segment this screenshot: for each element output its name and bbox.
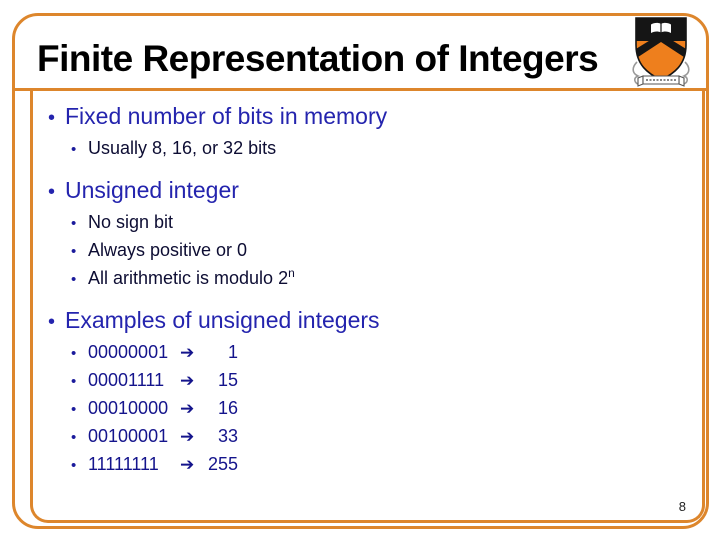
sub-bullet-item: • No sign bit	[69, 209, 702, 237]
decimal-value: 15	[217, 370, 238, 390]
bullet-group-examples: • Examples of unsigned integers • 000000…	[45, 307, 702, 479]
binary-value: 00000001	[88, 342, 169, 362]
bullet-dot-icon: •	[71, 215, 77, 232]
bullet-dot-icon: •	[71, 141, 77, 158]
title-bar: Finite Representation of Integers	[15, 16, 706, 91]
example-row: • 00100001 ➔ 33	[69, 423, 702, 451]
bullet-dot-icon: •	[71, 243, 77, 260]
slide-body: • Fixed number of bits in memory • Usual…	[15, 91, 706, 526]
decimal-value: 1	[227, 342, 238, 362]
slide-title: Finite Representation of Integers	[37, 38, 599, 79]
sub-bullet-text: Always positive or 0	[88, 240, 248, 260]
decimal-value: 255	[207, 454, 238, 474]
motto-ribbon	[637, 75, 685, 87]
decimal-value: 33	[217, 426, 238, 446]
shield-flourish-left	[632, 61, 641, 86]
binary-value: 00001111	[88, 370, 165, 390]
princeton-shield-logo	[632, 17, 690, 87]
sub-bullet-item: • Always positive or 0	[69, 237, 702, 265]
open-book-icon	[651, 22, 671, 33]
page-number: 8	[678, 499, 686, 514]
bullet-item: • Fixed number of bits in memory	[45, 103, 702, 131]
bullet-dot-icon: •	[71, 345, 77, 362]
arrow-right-icon: ➔	[180, 399, 195, 418]
sub-bullet-text: No sign bit	[88, 212, 174, 232]
bullet-item: • Unsigned integer	[45, 177, 702, 205]
example-row: • 11111111 ➔ 255	[69, 451, 702, 479]
bullet-dot-icon: •	[48, 107, 56, 129]
bullet-dot-icon: •	[71, 373, 77, 390]
bullet-label: Unsigned integer	[65, 177, 239, 203]
sub-bullet-text: All arithmetic is modulo 2n	[88, 266, 295, 288]
arrow-right-icon: ➔	[180, 455, 195, 474]
example-row: • 00000001 ➔ 1	[69, 339, 702, 367]
bullet-dot-icon: •	[71, 401, 77, 418]
bullet-item: • Examples of unsigned integers	[45, 307, 702, 335]
bullet-dot-icon: •	[48, 311, 56, 333]
shield-chevron	[636, 33, 686, 59]
bullet-dot-icon: •	[71, 429, 77, 446]
shield-flourish-right	[681, 61, 690, 86]
bullet-dot-icon: •	[71, 457, 77, 474]
arrow-right-icon: ➔	[180, 427, 195, 446]
sub-bullet-text: Usually 8, 16, or 32 bits	[88, 138, 277, 158]
arrow-right-icon: ➔	[180, 343, 195, 362]
example-row: • 00001111 ➔ 15	[69, 367, 702, 395]
arrow-right-icon: ➔	[180, 371, 195, 390]
decimal-value: 16	[217, 398, 238, 418]
shield-chief	[636, 18, 686, 41]
bullet-dot-icon: •	[48, 181, 56, 203]
bullet-dot-icon: •	[71, 271, 77, 288]
content-panel: • Fixed number of bits in memory • Usual…	[30, 91, 705, 523]
bullet-group-unsigned-integer: • Unsigned integer • No sign bit • Alway…	[45, 177, 702, 293]
sub-bullet-item: • All arithmetic is modulo 2n	[69, 265, 702, 293]
sub-bullet-item: • Usually 8, 16, or 32 bits	[69, 135, 702, 163]
slide-frame: Finite Representation of Integers • Fixe…	[12, 13, 709, 529]
binary-value: 11111111	[88, 454, 159, 474]
bullet-label: Fixed number of bits in memory	[65, 103, 388, 129]
binary-value: 00010000	[88, 398, 169, 418]
binary-value: 00100001	[88, 426, 169, 446]
bullet-group-fixed-bits: • Fixed number of bits in memory • Usual…	[45, 103, 702, 163]
bullet-label: Examples of unsigned integers	[65, 307, 380, 333]
example-row: • 00010000 ➔ 16	[69, 395, 702, 423]
superscript-exponent: n	[288, 266, 295, 280]
